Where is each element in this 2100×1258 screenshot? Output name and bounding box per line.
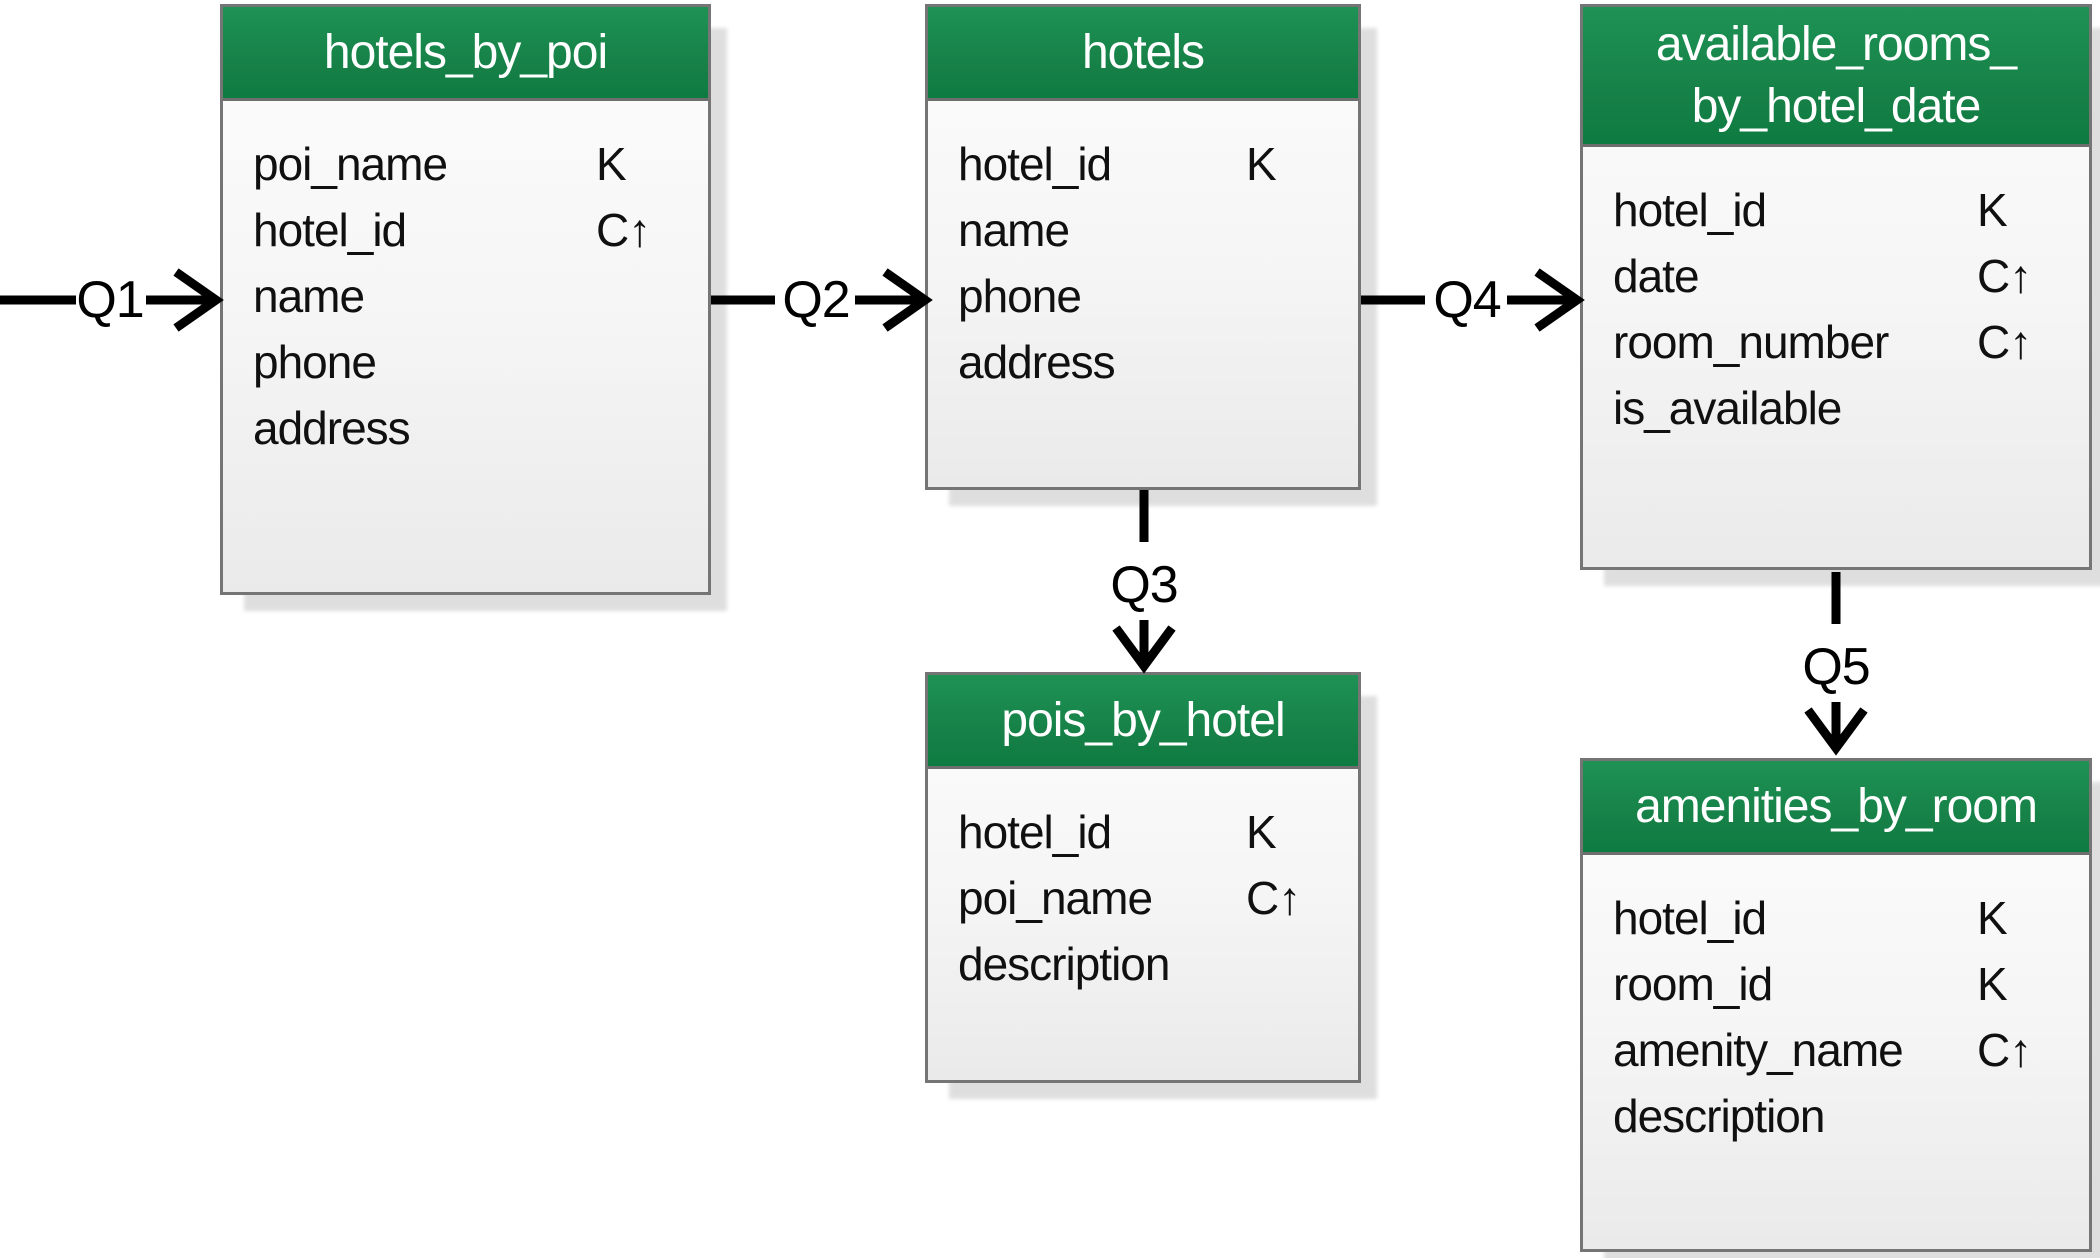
column-key: K	[1977, 184, 2008, 236]
column-name: room_number	[1613, 316, 1889, 368]
query-label-q1: Q1	[76, 271, 143, 329]
arrowhead-down-icon	[1804, 707, 1868, 756]
column-row: address	[958, 329, 1332, 395]
column-row: amenity_name C↑	[1613, 1017, 2063, 1083]
column-row: phone	[253, 329, 682, 395]
column-name: hotel_id	[958, 806, 1112, 858]
column-name: hotel_id	[1613, 892, 1767, 944]
column-row: hotel_id C↑	[253, 197, 682, 263]
column-name: address	[253, 402, 411, 454]
table-title: amenities_by_room	[1635, 779, 2038, 833]
column-name: description	[1613, 1090, 1825, 1142]
query-label-q4: Q4	[1433, 271, 1500, 329]
column-name: hotel_id	[1613, 184, 1767, 236]
column-name: hotel_id	[958, 138, 1112, 190]
table-header: hotels_by_poi	[223, 7, 708, 101]
column-row: description	[958, 931, 1332, 997]
column-row: is_available	[1613, 375, 2063, 441]
column-key: C↑	[1977, 1024, 2032, 1076]
column-name: is_available	[1613, 382, 1842, 434]
query-arrow-q2: Q2	[711, 268, 933, 332]
column-key: K	[1246, 806, 1277, 858]
column-key: K	[596, 138, 627, 190]
column-key: C↑	[596, 204, 651, 256]
table-title: hotels_by_poi	[323, 25, 608, 79]
table-body: hotel_id K room_id K amenity_name C↑ des…	[1583, 855, 2089, 1149]
column-row: room_number C↑	[1613, 309, 2063, 375]
column-row: hotel_id K	[958, 799, 1332, 865]
table-title: by_hotel_date	[1691, 79, 1982, 133]
query-label-q2: Q2	[782, 271, 849, 329]
column-row: poi_name C↑	[958, 865, 1332, 931]
column-row: room_id K	[1613, 951, 2063, 1017]
table-body: hotel_id K date C↑ room_number C↑ is_ava…	[1583, 147, 2089, 441]
column-row: poi_name K	[253, 131, 682, 197]
table-header: amenities_by_room	[1583, 761, 2089, 855]
table-body: poi_name K hotel_id C↑ name phone addres…	[223, 101, 708, 461]
column-name: phone	[958, 270, 1082, 322]
column-key: C↑	[1246, 872, 1301, 924]
table-header: available_rooms_ by_hotel_date	[1583, 7, 2089, 147]
table-hotels-by-poi: hotels_by_poi poi_name K hotel_id C↑ nam…	[220, 4, 711, 595]
column-key: K	[1246, 138, 1277, 190]
table-title: pois_by_hotel	[1001, 693, 1285, 747]
column-name: name	[958, 204, 1070, 256]
column-row: description	[1613, 1083, 2063, 1149]
column-name: poi_name	[253, 138, 448, 190]
column-row: address	[253, 395, 682, 461]
column-row: date C↑	[1613, 243, 2063, 309]
table-header: hotels	[928, 7, 1358, 101]
column-row: name	[958, 197, 1332, 263]
arrowhead-right-icon	[882, 268, 933, 332]
column-row: name	[253, 263, 682, 329]
table-available-rooms-by-hotel-date: available_rooms_ by_hotel_date hotel_id …	[1580, 4, 2092, 570]
table-amenities-by-room: amenities_by_room hotel_id K room_id K a…	[1580, 758, 2092, 1252]
table-title: available_rooms_	[1655, 17, 2017, 71]
table-pois-by-hotel: pois_by_hotel hotel_id K poi_name C↑ des…	[925, 672, 1361, 1083]
column-row: hotel_id K	[1613, 885, 2063, 951]
query-label-q5: Q5	[1802, 638, 1869, 696]
column-name: phone	[253, 336, 377, 388]
table-header: pois_by_hotel	[928, 675, 1358, 769]
column-key: K	[1977, 958, 2008, 1010]
column-name: name	[253, 270, 365, 322]
column-key: C↑	[1977, 316, 2032, 368]
query-arrow-q4: Q4	[1361, 268, 1585, 332]
table-body: hotel_id K name phone address	[928, 101, 1358, 395]
arrowhead-right-icon	[173, 268, 224, 332]
column-name: poi_name	[958, 872, 1153, 924]
column-name: address	[958, 336, 1116, 388]
column-name: hotel_id	[253, 204, 407, 256]
arrowhead-down-icon	[1112, 625, 1176, 674]
query-arrow-q3: Q3	[1110, 490, 1179, 674]
table-title: hotels	[1081, 25, 1205, 79]
column-row: phone	[958, 263, 1332, 329]
query-arrow-q1: Q1	[0, 268, 224, 332]
column-key: C↑	[1977, 250, 2032, 302]
column-key: K	[1977, 892, 2008, 944]
column-name: date	[1613, 250, 1700, 302]
column-name: room_id	[1613, 958, 1773, 1010]
column-name: description	[958, 938, 1170, 990]
query-arrow-q5: Q5	[1802, 572, 1871, 756]
table-hotels: hotels hotel_id K name phone address	[925, 4, 1361, 490]
arrowhead-right-icon	[1534, 268, 1585, 332]
column-row: hotel_id K	[958, 131, 1332, 197]
column-name: amenity_name	[1613, 1024, 1904, 1076]
query-label-q3: Q3	[1110, 556, 1177, 614]
table-body: hotel_id K poi_name C↑ description	[928, 769, 1358, 997]
column-row: hotel_id K	[1613, 177, 2063, 243]
